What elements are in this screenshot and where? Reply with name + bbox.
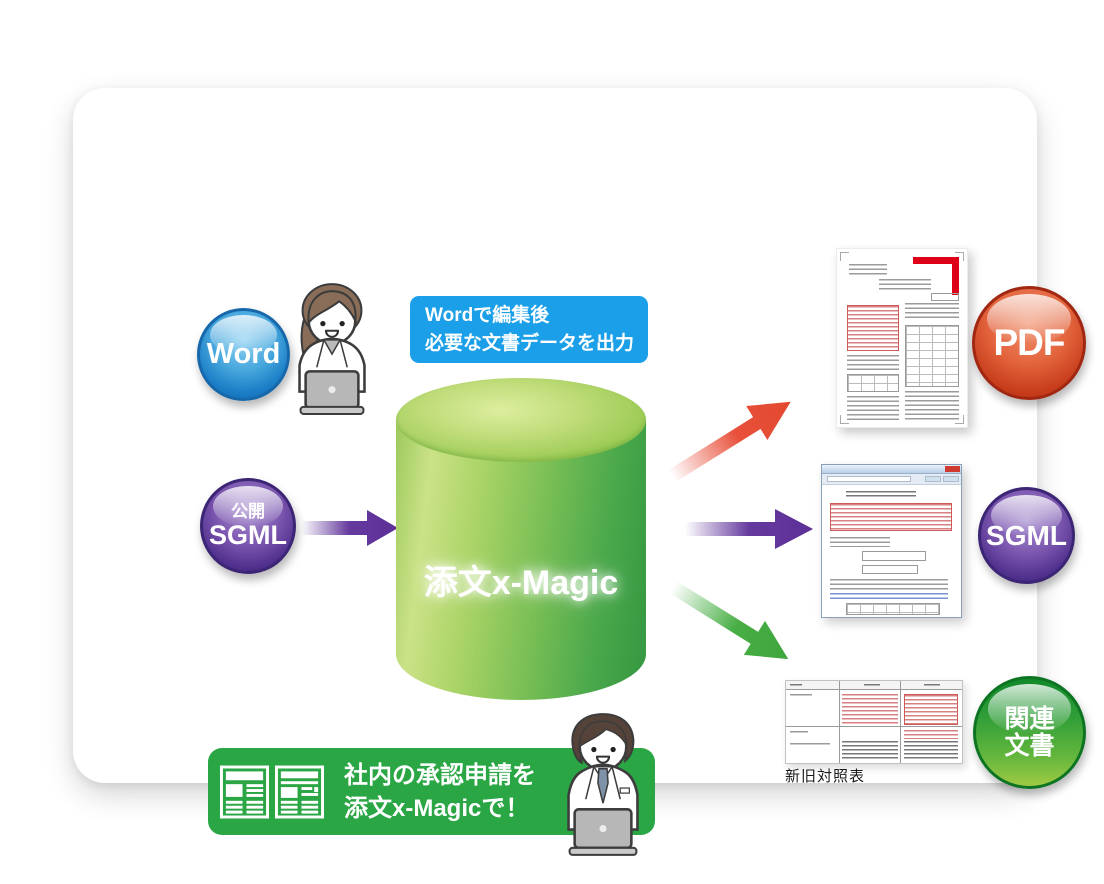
input-arrow-purple bbox=[301, 510, 398, 546]
cell-lines bbox=[790, 743, 830, 747]
sgml-table bbox=[846, 603, 940, 615]
crop-mark bbox=[955, 252, 964, 261]
related-badge-line1: 関連 bbox=[1004, 705, 1055, 734]
hub-cylinder-top bbox=[396, 378, 646, 462]
pdf-right-table bbox=[905, 325, 959, 387]
cell-lines bbox=[790, 731, 808, 735]
browser-toolbar bbox=[822, 474, 961, 485]
pdf-badge: PDF bbox=[972, 286, 1086, 400]
browser-toolbar-button bbox=[943, 476, 959, 482]
header-cell-lines bbox=[864, 684, 880, 687]
diagram-card: Word Wordで編集後 必要な文書データを出力 公開 SGML bbox=[73, 88, 1086, 856]
output-arrow-purple bbox=[685, 509, 813, 549]
public-sgml-badge-line1: 公開 bbox=[231, 501, 265, 521]
crop-mark bbox=[955, 415, 964, 424]
callout-line1: Wordで編集後 bbox=[425, 305, 550, 326]
pdf-left-table bbox=[847, 374, 899, 392]
hub-cylinder-body bbox=[396, 420, 646, 700]
header-cell-lines bbox=[790, 684, 802, 687]
public-sgml-badge: 公開 SGML bbox=[200, 478, 296, 574]
row-divider bbox=[786, 726, 962, 728]
cell-lines bbox=[904, 741, 958, 761]
column-divider bbox=[899, 681, 901, 763]
pdf-left-lines bbox=[847, 355, 899, 371]
sgml-box2 bbox=[862, 565, 918, 574]
sgml-lines2 bbox=[830, 579, 948, 591]
comparison-table-header bbox=[786, 681, 962, 690]
pdf-left-lines2 bbox=[847, 396, 899, 420]
pdf-small-box bbox=[931, 293, 959, 301]
comparison-table-thumbnail bbox=[785, 680, 963, 764]
banner-line2: 添文x-Magicで！ bbox=[344, 795, 530, 822]
sgml-browser-thumbnail bbox=[821, 464, 962, 618]
word-badge-label: Word bbox=[206, 338, 281, 371]
browser-titlebar bbox=[822, 465, 961, 474]
crop-mark bbox=[840, 415, 849, 424]
cell-lines bbox=[790, 694, 812, 698]
woman-at-laptop-illustration bbox=[297, 283, 366, 415]
comparison-table-caption: 新旧対照表 bbox=[785, 768, 866, 785]
related-badge-line2: 文書 bbox=[1004, 731, 1055, 760]
header-cell-lines bbox=[924, 684, 940, 687]
output-arrow-green bbox=[669, 581, 789, 660]
related-documents-badge: 関連 文書 bbox=[973, 676, 1086, 789]
browser-close-button bbox=[945, 466, 960, 472]
red-cell-lines bbox=[842, 694, 898, 725]
sgml-heading-lines bbox=[846, 491, 916, 499]
document-layout-icon bbox=[275, 765, 324, 819]
word-edit-callout: Wordで編集後 必要な文書データを出力 bbox=[410, 296, 648, 363]
man-at-laptop-illustration bbox=[567, 713, 639, 856]
browser-toolbar-button bbox=[925, 476, 941, 482]
banner-line1: 社内の承認申請を bbox=[344, 762, 536, 789]
callout-line2: 必要な文書データを出力 bbox=[425, 333, 635, 354]
pdf-document-thumbnail bbox=[836, 248, 968, 428]
pdf-red-paragraph bbox=[847, 305, 899, 351]
red-boxed-cell bbox=[904, 694, 958, 725]
red-cell-lines bbox=[904, 730, 958, 739]
browser-address-bar bbox=[827, 476, 911, 482]
word-badge: Word bbox=[197, 308, 290, 401]
pdf-red-corner-mark bbox=[913, 257, 959, 295]
cell-lines bbox=[842, 741, 898, 761]
sgml-lines bbox=[830, 537, 890, 547]
banner-text: 社内の承認申請を 添文x-Magicで！ bbox=[344, 759, 536, 825]
pdf-right-lines2 bbox=[905, 391, 959, 421]
hub-label: 添文x-Magic bbox=[423, 564, 619, 602]
sgml-box1 bbox=[862, 551, 926, 561]
crop-mark bbox=[840, 252, 849, 261]
column-divider bbox=[838, 681, 840, 763]
sgml-red-paragraph bbox=[830, 503, 952, 531]
public-sgml-badge-line2: SGML bbox=[209, 519, 287, 550]
pdf-right-lines bbox=[905, 303, 959, 321]
sgml-badge: SGML bbox=[978, 487, 1075, 584]
output-arrow-red bbox=[668, 401, 791, 482]
document-layout-icon bbox=[220, 765, 269, 819]
pdf-badge-label: PDF bbox=[993, 321, 1066, 363]
sgml-link-lines bbox=[830, 593, 948, 601]
pdf-header-lines bbox=[849, 264, 887, 275]
pdf-title-lines bbox=[879, 279, 931, 291]
sgml-badge-label: SGML bbox=[986, 519, 1067, 551]
